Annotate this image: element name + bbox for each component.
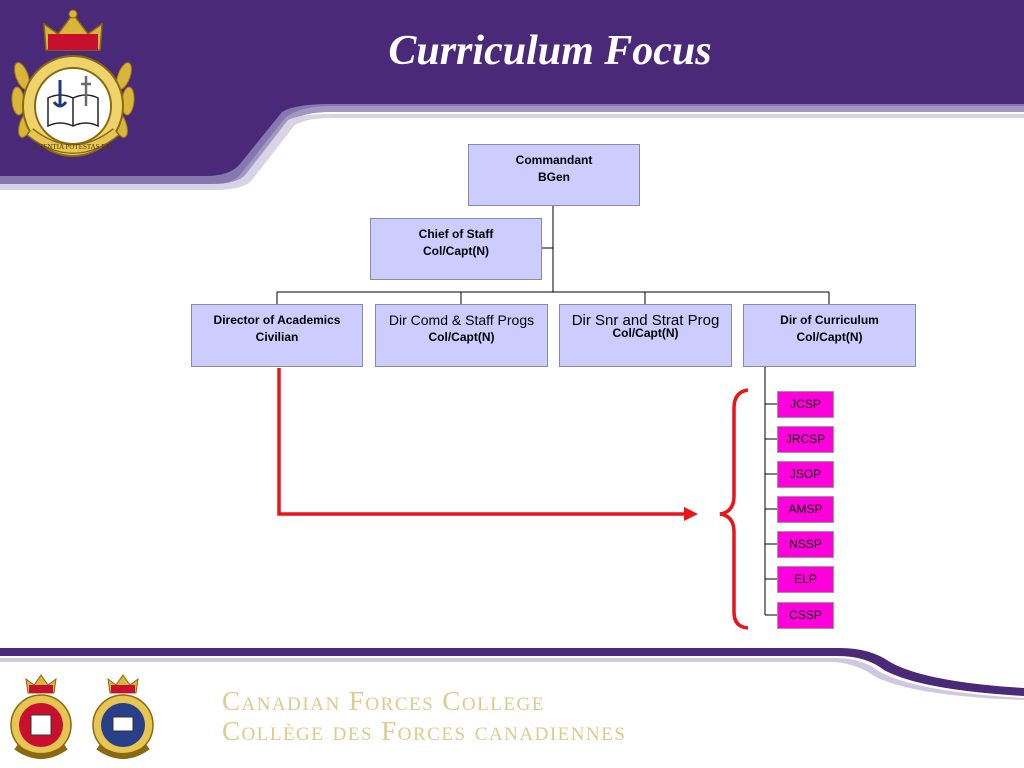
- box-rank: Col/Capt(N): [796, 330, 863, 344]
- svg-text:SCIENTIA POTESTAS EST: SCIENTIA POTESTAS EST: [32, 143, 114, 151]
- box-title: Chief of Staff: [418, 227, 494, 241]
- course-cssp: CSSP: [777, 602, 834, 629]
- red-arrow: [277, 368, 698, 521]
- commandant-box: Commandant BGen: [468, 144, 640, 206]
- director-academics-box: Director of Academics Civilian: [191, 304, 363, 367]
- footer-band: [0, 648, 1024, 700]
- box-rank: BGen: [537, 170, 570, 184]
- dir-snr-strat-prog-box: Dir Snr and Strat Prog Col/Capt(N): [559, 304, 732, 367]
- box-title: Director of Academics: [213, 313, 341, 327]
- red-brace: [719, 388, 749, 630]
- box-title: Dir of Curriculum: [780, 313, 879, 327]
- course-amsp: AMSP: [777, 496, 834, 523]
- box-title: Dir Snr and Strat Prog: [571, 312, 720, 329]
- college-name-fr: Collège des Forces canadiennes: [222, 716, 627, 746]
- chief-of-staff-box: Chief of Staff Col/Capt(N): [370, 218, 542, 280]
- box-title: Commandant: [515, 153, 593, 167]
- box-rank: Col/Capt(N): [612, 326, 679, 340]
- header-banner: [0, 0, 1024, 190]
- cfc-crest-red: [10, 674, 72, 759]
- course-jrcsp: JRCSP: [777, 426, 834, 453]
- course-elp: ELP: [777, 566, 834, 593]
- college-name-en: Canadian Forces College: [222, 686, 545, 716]
- course-jsop: JSOP: [777, 461, 834, 488]
- college-crest-logo: SCIENTIA POTESTAS EST: [11, 9, 135, 157]
- dir-comd-staff-progs-box: Dir Comd & Staff Progs Col/Capt(N): [375, 304, 548, 367]
- course-jcsp: JCSP: [777, 391, 834, 418]
- box-rank: Civilian: [255, 330, 299, 344]
- course-nssp: NSSP: [777, 531, 834, 558]
- box-rank: Col/Capt(N): [428, 330, 495, 344]
- slide-title: Curriculum Focus: [388, 28, 712, 74]
- cfc-crest-blue: [92, 674, 154, 759]
- box-title: Dir Comd & Staff Progs: [388, 312, 535, 328]
- dir-curriculum-box: Dir of Curriculum Col/Capt(N): [743, 304, 916, 367]
- box-rank: Col/Capt(N): [423, 244, 489, 258]
